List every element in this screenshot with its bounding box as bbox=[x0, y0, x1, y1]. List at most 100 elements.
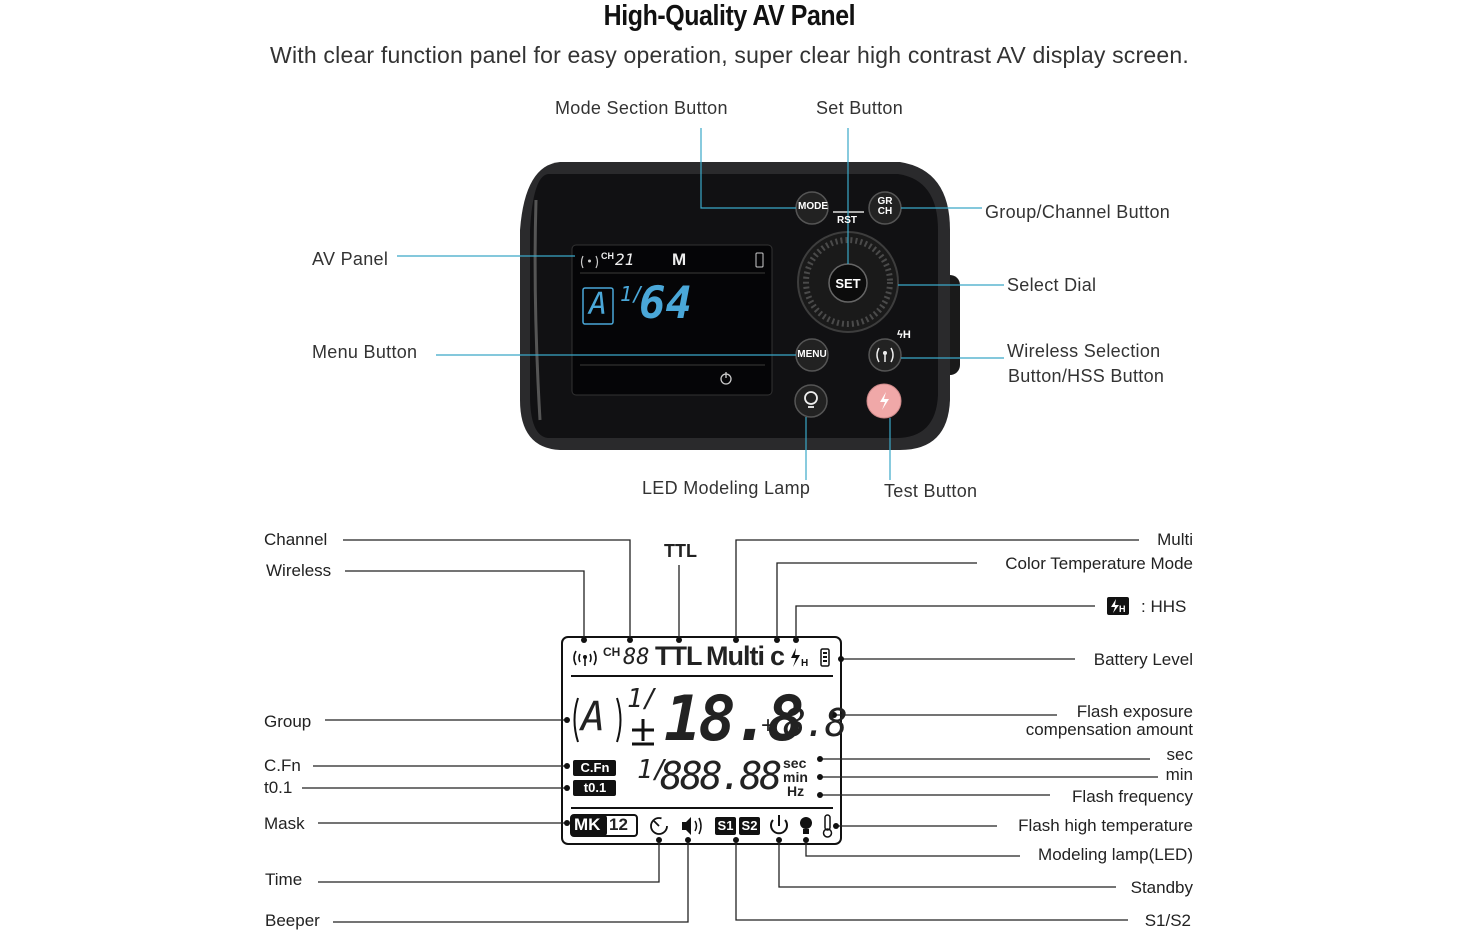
lcd-speaker-icon bbox=[682, 817, 691, 835]
line-beeper bbox=[333, 840, 689, 923]
lcd-group-bracket-left bbox=[573, 697, 579, 743]
led-lamp-button-shape[interactable] bbox=[794, 384, 828, 418]
lcd-cfn-box bbox=[573, 760, 616, 776]
lcd-callout-lines bbox=[302, 539, 1158, 923]
screen-group-box bbox=[582, 287, 614, 325]
line-multi bbox=[735, 539, 1139, 640]
callout-cfn: C.Fn bbox=[264, 756, 301, 775]
callout-test-button: Test Button bbox=[884, 481, 978, 501]
lcd-hss-bolt bbox=[791, 648, 800, 667]
callout-min: min bbox=[1165, 765, 1193, 784]
lcd-cfn: C.Fn bbox=[580, 760, 610, 775]
lcd-mk: MK bbox=[574, 815, 601, 834]
callout-flash-exposure-1: Flash exposure bbox=[1076, 702, 1193, 721]
hss-mark: ϟH bbox=[897, 329, 911, 341]
gloss-edge bbox=[533, 199, 542, 421]
flash-bolt-icon bbox=[880, 392, 889, 410]
dot-sec bbox=[817, 756, 823, 762]
lcd-thermometer-bulb bbox=[822, 828, 833, 838]
wireless-icon-dot bbox=[883, 351, 887, 355]
lcd-wireless-icon bbox=[573, 650, 597, 666]
dot-hhs bbox=[793, 637, 799, 643]
page-subtitle: With clear function panel for easy opera… bbox=[270, 42, 1189, 68]
dot-cfn bbox=[564, 763, 570, 769]
dot-s1s2 bbox=[733, 837, 739, 843]
lcd-hss-h: H bbox=[801, 658, 808, 669]
screen-ch-value: 21 bbox=[615, 250, 635, 269]
callout-wireless-selection-1: Wireless Selection bbox=[1007, 341, 1161, 361]
lcd-s1-box bbox=[715, 817, 736, 835]
dial-knurl bbox=[803, 237, 893, 327]
dot-t01 bbox=[564, 785, 570, 791]
lcd-ch-label: CH bbox=[603, 645, 621, 659]
dot-multi bbox=[733, 637, 739, 643]
callout-t01: t0.1 bbox=[264, 778, 293, 797]
dot-group bbox=[564, 717, 570, 723]
screen-mode: M bbox=[672, 250, 687, 269]
callout-standby: Standby bbox=[1130, 878, 1193, 897]
callout-mode-line bbox=[700, 128, 796, 209]
gr-key-label: GR CH bbox=[877, 197, 893, 217]
callout-select-dial: Select Dial bbox=[1007, 275, 1097, 295]
dot-battery bbox=[838, 656, 844, 662]
line-s1s2 bbox=[735, 840, 1128, 921]
callout-mode-section-button: Mode Section Button bbox=[555, 98, 728, 118]
dot-modeling-lamp bbox=[803, 837, 809, 843]
lcd-timer-hand bbox=[653, 820, 660, 827]
lcd-wireless-dot bbox=[583, 655, 587, 659]
device-callout-lines bbox=[397, 128, 1004, 480]
rst-label: RST bbox=[837, 215, 857, 226]
screen-power: 64 bbox=[639, 278, 692, 329]
callout-led-modeling-lamp: LED Modeling Lamp bbox=[642, 478, 811, 498]
gr-key-bottom: CH bbox=[877, 206, 893, 217]
callout-channel: Channel bbox=[264, 530, 328, 549]
lcd-speaker-waves bbox=[694, 817, 702, 835]
set-key-label: SET bbox=[835, 276, 861, 291]
lcd-min: min bbox=[783, 769, 808, 785]
line-standby bbox=[778, 840, 1116, 888]
callout-mask: Mask bbox=[264, 814, 305, 833]
callout-sec: sec bbox=[1166, 745, 1193, 764]
line-wireless bbox=[345, 570, 585, 640]
lcd-ch-digits: 88 bbox=[623, 645, 650, 670]
page-title: High-Quality AV Panel bbox=[603, 0, 856, 32]
callout-s1s2: S1/S2 bbox=[1144, 911, 1191, 930]
callout-wireless: Wireless bbox=[266, 561, 332, 580]
hhs-legend-bolt bbox=[1111, 599, 1119, 613]
callout-av-panel: AV Panel bbox=[312, 249, 389, 269]
callout-flash-frequency: Flash frequency bbox=[1072, 787, 1193, 806]
menu-key-label: MENU bbox=[797, 349, 827, 360]
screen-fraction: 1/ bbox=[620, 282, 645, 306]
lcd-ttl: TTL bbox=[655, 641, 702, 671]
callout-menu-button: Menu Button bbox=[312, 342, 418, 362]
line-channel bbox=[343, 539, 631, 640]
lcd-multi: Multi bbox=[706, 641, 765, 671]
lcd-plus: + bbox=[761, 712, 776, 739]
lcd-group-bracket-right bbox=[616, 697, 622, 743]
callout-group-channel-button: Group/Channel Button bbox=[985, 202, 1171, 222]
dot-ttl bbox=[676, 637, 682, 643]
callout-flash-high-temperature: Flash high temperature bbox=[1018, 816, 1193, 835]
dot-standby bbox=[776, 837, 782, 843]
callout-color-temperature-mode: Color Temperature Mode bbox=[1005, 554, 1193, 573]
screen-ch-label: CH bbox=[601, 251, 614, 261]
lcd-comp-digits: 8.8 bbox=[783, 701, 848, 745]
lcd-battery-icon bbox=[820, 648, 830, 667]
lcd-callout-dots bbox=[564, 637, 844, 843]
callout-set-button: Set Button bbox=[816, 98, 904, 118]
dot-color-temp bbox=[774, 637, 780, 643]
screen-wireless-dot bbox=[588, 259, 591, 263]
device-screen bbox=[571, 244, 773, 396]
dot-flash-exposure bbox=[831, 712, 837, 718]
hhs-legend-h: H bbox=[1119, 604, 1126, 614]
callout-time: Time bbox=[265, 870, 303, 889]
callout-multi: Multi bbox=[1157, 530, 1193, 549]
screen-wireless-icon bbox=[580, 255, 599, 269]
lcd-thermometer-icon bbox=[824, 814, 831, 831]
lcd-s2: S2 bbox=[741, 818, 758, 833]
dot-channel bbox=[627, 637, 633, 643]
lcd-power-digits: 18.8 bbox=[664, 682, 804, 755]
dot-flash-frequency bbox=[817, 792, 823, 798]
